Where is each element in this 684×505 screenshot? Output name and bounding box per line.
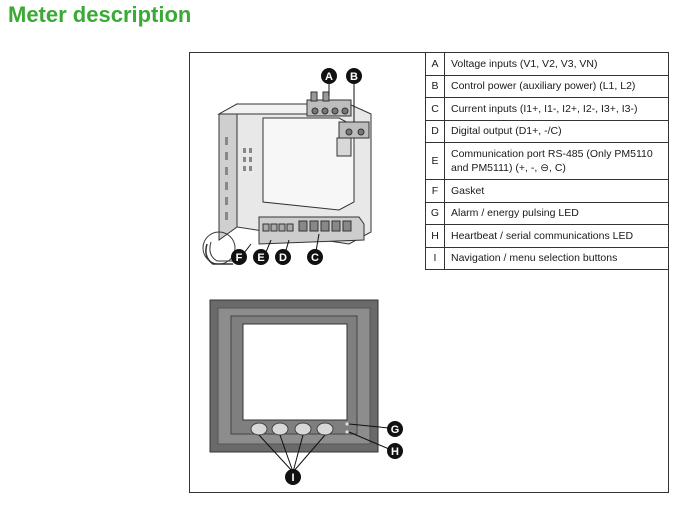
svg-text:H: H bbox=[391, 446, 399, 458]
legend-row-g: G Alarm / energy pulsing LED bbox=[425, 201, 669, 225]
svg-text:A: A bbox=[325, 71, 333, 83]
meter-rear-view bbox=[202, 91, 372, 265]
legend-table: A Voltage inputs (V1, V2, V3, VN) B Cont… bbox=[425, 52, 669, 270]
svg-text:D: D bbox=[279, 252, 287, 264]
callout-b: B bbox=[346, 68, 362, 84]
svg-text:I: I bbox=[291, 472, 294, 484]
legend-description: Voltage inputs (V1, V2, V3, VN) bbox=[444, 52, 669, 76]
svg-text:G: G bbox=[391, 424, 400, 436]
legend-description: Alarm / energy pulsing LED bbox=[444, 201, 669, 225]
legend-letter: A bbox=[425, 52, 445, 76]
legend-letter: I bbox=[425, 246, 445, 270]
legend-letter: G bbox=[425, 201, 445, 225]
legend-letter: H bbox=[425, 224, 445, 248]
legend-letter: B bbox=[425, 74, 445, 98]
callout-d: D bbox=[275, 249, 291, 265]
legend-description: Navigation / menu selection buttons bbox=[444, 246, 669, 270]
legend-description: Digital output (D1+, -/C) bbox=[444, 119, 669, 143]
callout-g: G bbox=[387, 421, 403, 437]
svg-text:C: C bbox=[311, 252, 319, 264]
legend-description: Control power (auxiliary power) (L1, L2) bbox=[444, 74, 669, 98]
legend-row-d: D Digital output (D1+, -/C) bbox=[425, 119, 669, 143]
legend-letter: E bbox=[425, 142, 445, 180]
meter-illustration: A B F E D C G H bbox=[202, 68, 403, 485]
legend-letter: D bbox=[425, 119, 445, 143]
legend-row-c: C Current inputs (I1+, I1-, I2+, I2-, I3… bbox=[425, 97, 669, 121]
legend-row-f: F Gasket bbox=[425, 179, 669, 203]
svg-text:B: B bbox=[350, 71, 358, 83]
callout-i: I bbox=[285, 469, 301, 485]
legend-letter: F bbox=[425, 179, 445, 203]
callout-a: A bbox=[321, 68, 337, 84]
legend-row-b: B Control power (auxiliary power) (L1, L… bbox=[425, 74, 669, 98]
legend-row-a: A Voltage inputs (V1, V2, V3, VN) bbox=[425, 52, 669, 76]
legend-description: Current inputs (I1+, I1-, I2+, I2-, I3+,… bbox=[444, 97, 669, 121]
callout-f: F bbox=[231, 249, 247, 265]
legend-row-i: I Navigation / menu selection buttons bbox=[425, 246, 669, 270]
callouts: A B F E D C G H bbox=[231, 68, 403, 485]
legend-description: Heartbeat / serial communications LED bbox=[444, 224, 669, 248]
legend-letter: C bbox=[425, 97, 445, 121]
meter-front-view bbox=[209, 299, 379, 453]
callout-e: E bbox=[253, 249, 269, 265]
svg-text:E: E bbox=[257, 252, 264, 264]
svg-text:F: F bbox=[236, 252, 243, 264]
callout-h: H bbox=[387, 443, 403, 459]
legend-row-e: E Communication port RS-485 (Only PM5110… bbox=[425, 142, 669, 180]
legend-row-h: H Heartbeat / serial communications LED bbox=[425, 224, 669, 248]
page-title: Meter description bbox=[8, 2, 192, 27]
legend-description: Gasket bbox=[444, 179, 669, 203]
legend-description: Communication port RS-485 (Only PM5110 a… bbox=[444, 142, 669, 180]
callout-c: C bbox=[307, 249, 323, 265]
